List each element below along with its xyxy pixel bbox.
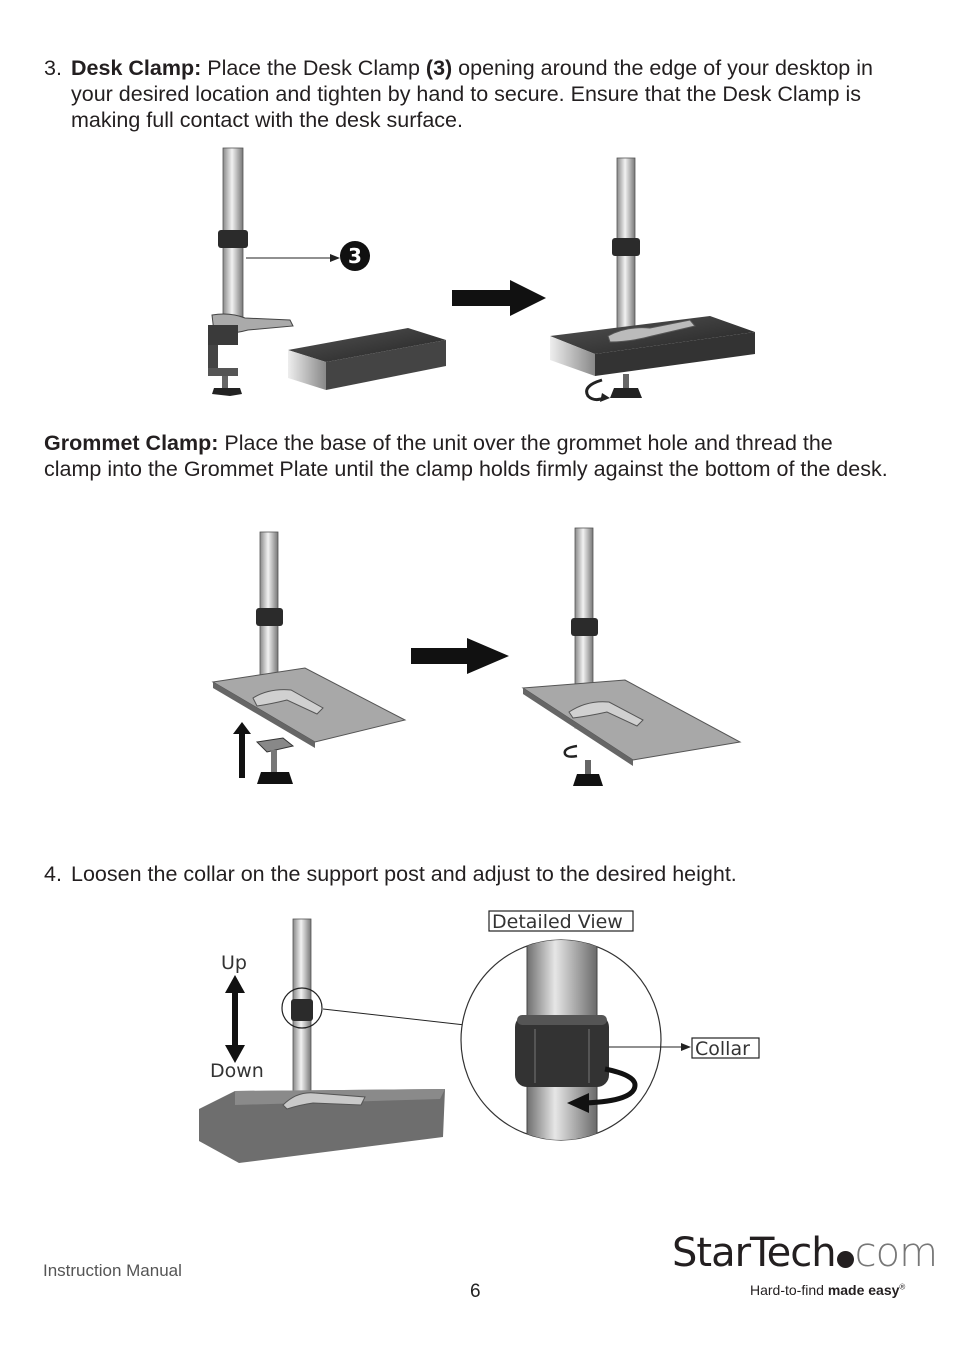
logo-suffix: com bbox=[854, 1230, 938, 1276]
callout-3-icon bbox=[340, 241, 370, 271]
arrow-right-icon bbox=[452, 280, 546, 316]
step-3-text: Desk Clamp: Place the Desk Clamp (3) ope… bbox=[71, 55, 916, 133]
collar-highlight-circle bbox=[281, 987, 323, 1029]
base-block bbox=[199, 1089, 445, 1163]
detailed-view-label: Detailed View bbox=[492, 911, 623, 933]
step-3-text-b: opening around the edge of your desktop … bbox=[71, 56, 873, 132]
logo-wordmark: StarTech com bbox=[672, 1230, 938, 1276]
step-3-text-a: Place the Desk Clamp bbox=[201, 56, 426, 80]
step-3-ref: (3) bbox=[425, 56, 453, 80]
up-down-arrow-icon bbox=[225, 975, 245, 1063]
collar-label: Collar bbox=[695, 1038, 750, 1060]
arrow-up-icon bbox=[233, 722, 251, 778]
collar-closeup bbox=[515, 1015, 609, 1087]
step-3-number: 3. bbox=[44, 56, 62, 80]
down-label: Down bbox=[210, 1060, 264, 1082]
startech-logo: StarTech com Hard-to-find made easy® bbox=[672, 1230, 938, 1310]
logo-tagline: Hard-to-find made easy® bbox=[750, 1282, 906, 1298]
desk-clamp-before: 3 bbox=[208, 147, 370, 396]
grommet-title: Grommet Clamp: bbox=[44, 431, 219, 455]
up-label: Up bbox=[221, 952, 247, 974]
page-number: 6 bbox=[470, 1281, 481, 1302]
grommet-body: Place the base of the unit over the grom… bbox=[44, 431, 888, 481]
grommet-text: Grommet Clamp: Place the base of the uni… bbox=[44, 430, 889, 482]
desk-block bbox=[288, 328, 446, 390]
grommet-clamp-figure bbox=[211, 527, 742, 786]
logo-dot-icon bbox=[836, 1251, 854, 1268]
step-4-number: 4. bbox=[44, 862, 62, 886]
instruction-manual-label: Instruction Manual bbox=[43, 1261, 182, 1280]
rotate-arrow-icon bbox=[584, 1066, 638, 1106]
height-adjust-figure: Up Down Detailed View Collar bbox=[199, 910, 760, 1163]
desk-clamp-figure: 3 bbox=[208, 147, 755, 402]
desk-clamp-after bbox=[550, 157, 755, 402]
grommet-after bbox=[521, 527, 742, 786]
callout-3-label: 3 bbox=[348, 244, 362, 268]
logo-name: StarTech bbox=[672, 1230, 837, 1276]
step-3-title: Desk Clamp: bbox=[71, 56, 202, 80]
step-4-text: Loosen the collar on the support post an… bbox=[71, 862, 737, 886]
arrow-right-icon-2 bbox=[411, 638, 509, 674]
grommet-before bbox=[211, 531, 407, 784]
